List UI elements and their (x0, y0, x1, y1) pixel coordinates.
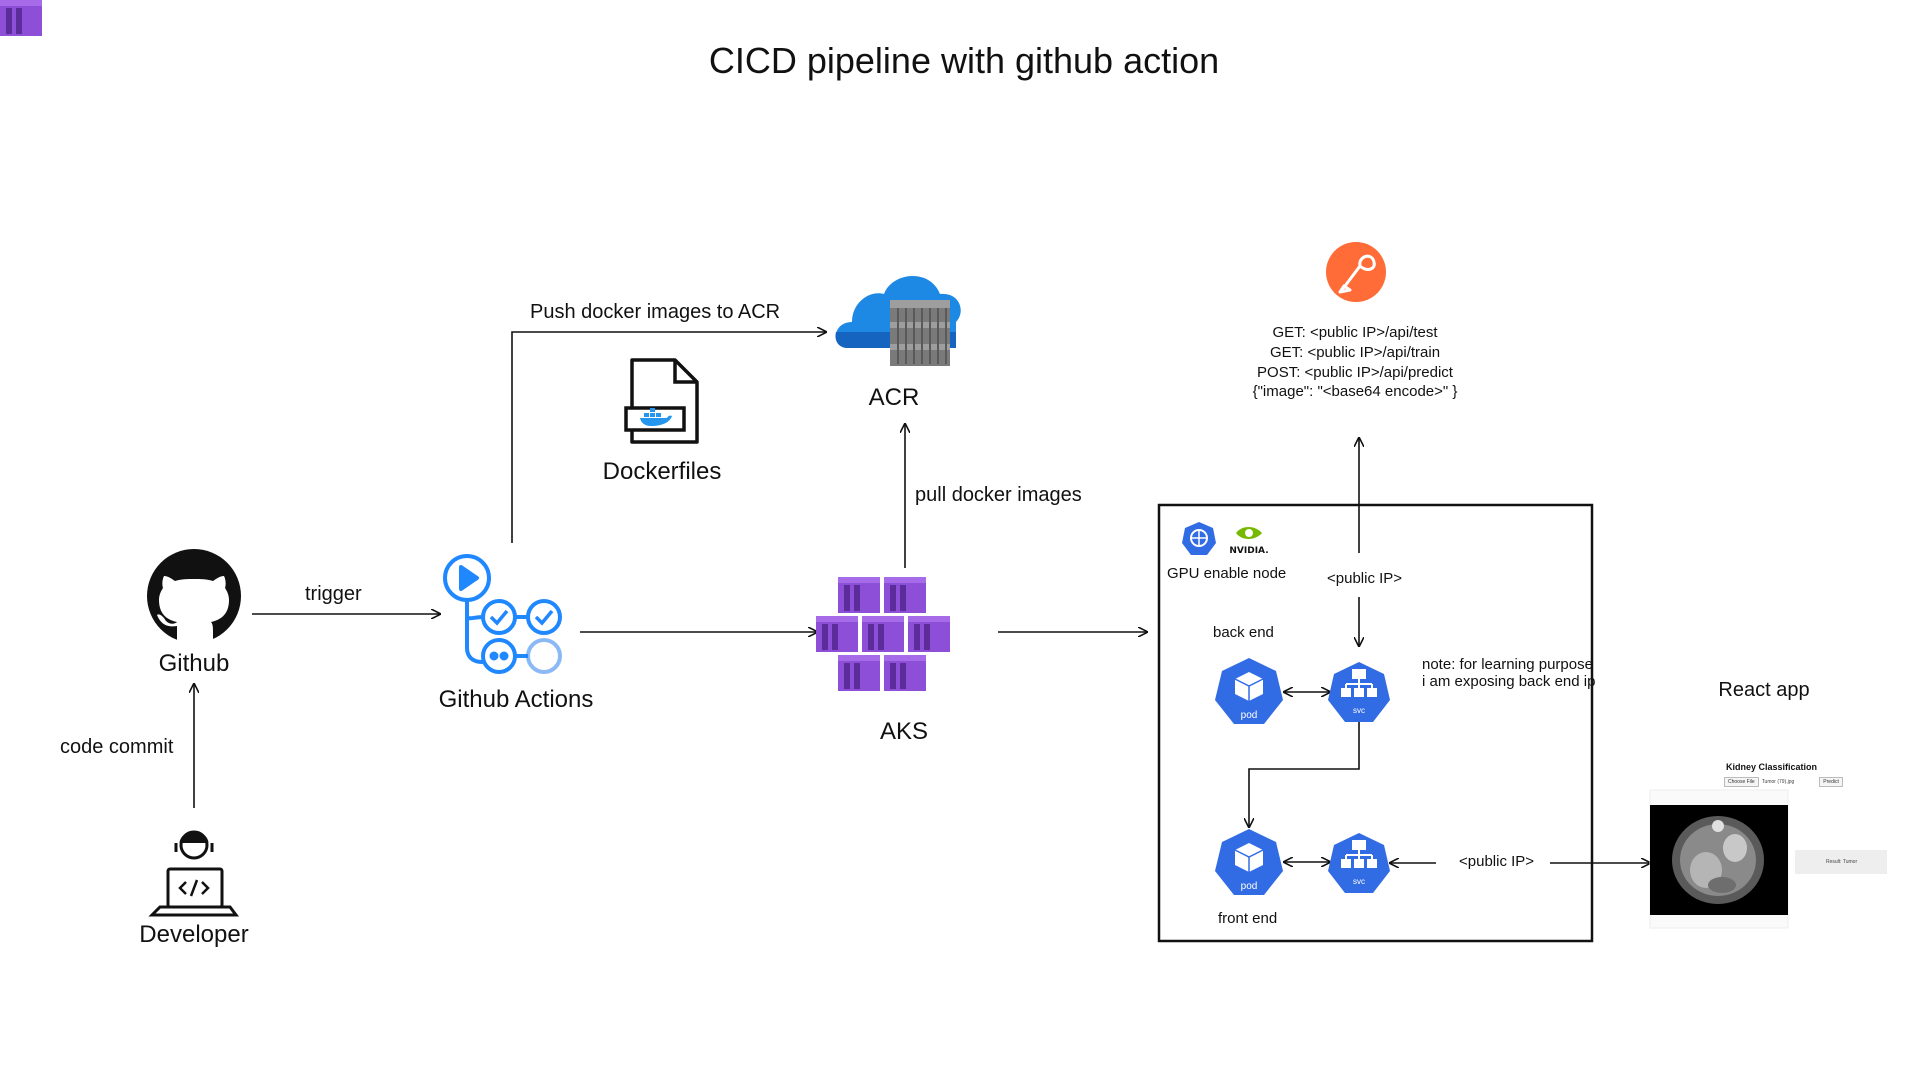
pull-images-label: pull docker images (915, 484, 1082, 506)
api-get-train: GET: <public IP>/api/train (1269, 344, 1441, 361)
svc-frontend: svc (1328, 833, 1390, 893)
github-label: Github (158, 650, 230, 677)
react-controls: Choose File Tumor (79).jpg Predict (1724, 777, 1843, 787)
developer-label: Developer (139, 921, 249, 948)
acr-label: ACR (868, 384, 920, 411)
trigger-label: trigger (305, 583, 362, 605)
kubernetes-icon (1182, 522, 1216, 555)
gpu-node-box (1157, 503, 1594, 943)
svc-backend: svc (1328, 662, 1390, 722)
nvidia-wordmark: NVIDIA. (1229, 546, 1268, 556)
svc-label: svc (1353, 706, 1365, 715)
arrow-actions-to-acr (511, 332, 826, 543)
github-icon (147, 549, 241, 644)
azure-kubernetes-service-icon (0, 0, 950, 691)
dockerfiles-label: Dockerfiles (602, 458, 722, 485)
api-payload: {"image": "<base64 encode>" } (1252, 383, 1458, 400)
github-actions-icon (443, 554, 562, 674)
file-name: Tumor (79).jpg (1761, 779, 1795, 785)
predict-button[interactable]: Predict (1819, 777, 1843, 787)
pod-backend: pod (1215, 658, 1283, 724)
back-end-label: back end (1213, 624, 1274, 641)
api-post-predict: POST: <public IP>/api/predict (1257, 364, 1453, 381)
choose-file-button[interactable]: Choose File (1724, 777, 1759, 787)
nvidia-icon: NVIDIA. (1229, 526, 1269, 556)
react-result: Result: Tumor (1826, 859, 1858, 865)
pod-label: pod (1241, 710, 1258, 721)
gpu-node-label: GPU enable node (1167, 565, 1287, 582)
diagram-title: CICD pipeline with github action (708, 40, 1220, 81)
dockerfile-icon (624, 358, 699, 444)
react-heading: Kidney Classification (1726, 762, 1818, 772)
svc-label: svc (1353, 877, 1365, 886)
github-actions-label: Github Actions (438, 686, 594, 713)
api-get-test: GET: <public IP>/api/test (1272, 324, 1438, 341)
pod-label: pod (1241, 881, 1258, 892)
public-ip-top-label: <public IP> (1327, 570, 1403, 587)
react-app-preview (1649, 789, 1887, 929)
code-commit-label: code commit (60, 736, 174, 758)
developer-laptop-icon (148, 830, 239, 917)
pod-frontend: pod (1215, 829, 1283, 895)
public-ip-bottom-label: <public IP> (1459, 853, 1535, 870)
push-images-label: Push docker images to ACR (530, 301, 781, 323)
arrow-svc-to-frontend-pod (1249, 712, 1360, 827)
react-app-label: React app (1718, 679, 1810, 701)
postman-icon (1326, 242, 1386, 302)
backend-note: note: for learning purpose i am exposing… (1422, 656, 1596, 690)
result-panel (1795, 850, 1887, 874)
aks-label: AKS (879, 718, 929, 745)
azure-container-registry-icon (835, 275, 961, 366)
api-list: GET: <public IP>/api/test GET: <public I… (1253, 323, 1458, 402)
front-end-label: front end (1218, 910, 1278, 927)
